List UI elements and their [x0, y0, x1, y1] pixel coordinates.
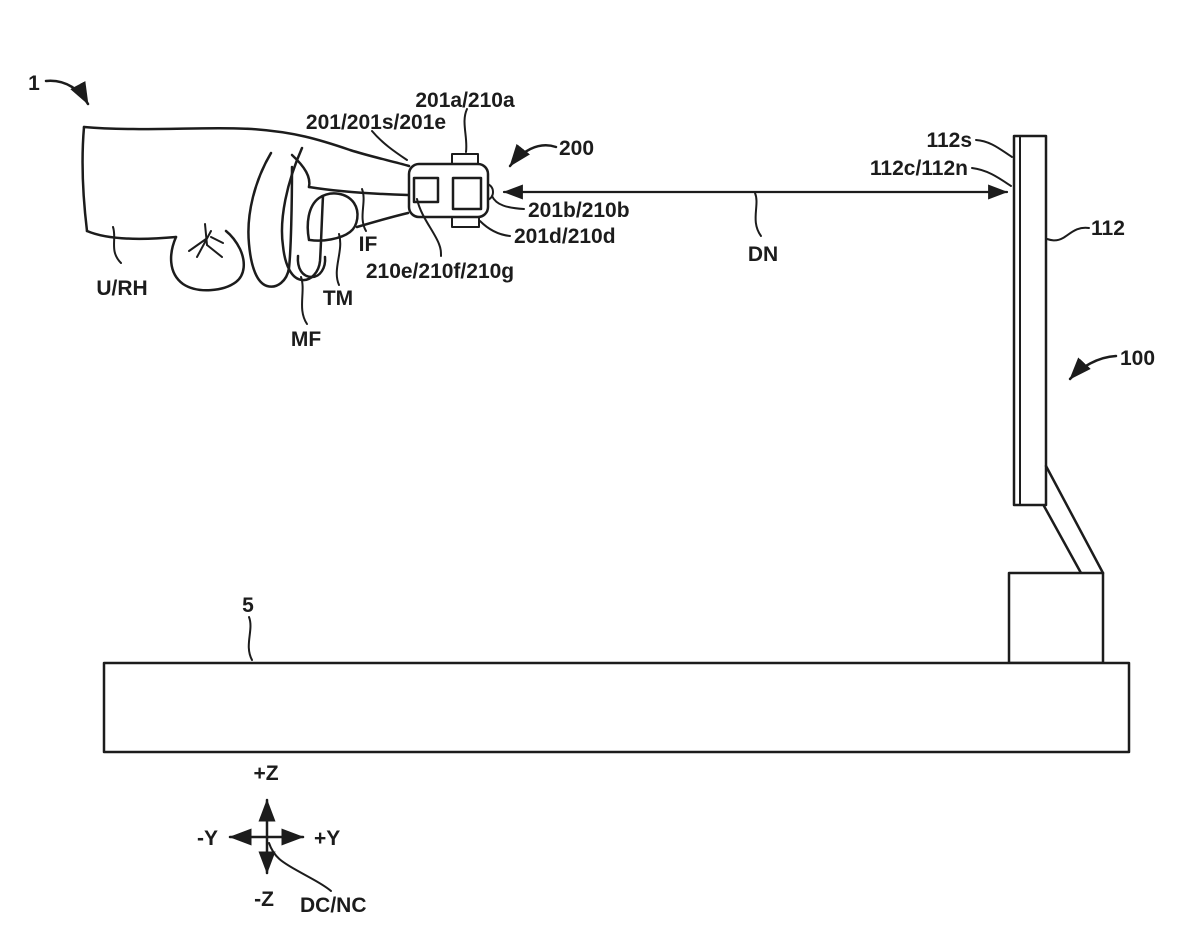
- label-axis-pos-y: +Y: [314, 827, 340, 850]
- coordinate-axes: [228, 798, 305, 875]
- knuckle-crease-line: [188, 238, 207, 252]
- label-device-housing: 201/201s/201e: [306, 111, 446, 134]
- knuckle-crease-line: [204, 223, 208, 246]
- screen-surface-leader: [975, 139, 1013, 158]
- display-leader: [1046, 226, 1090, 242]
- stand-arm-upper-line: [1044, 464, 1105, 575]
- knuckle-crease-line: [196, 230, 212, 258]
- label-screen-surface: 112s: [926, 129, 972, 152]
- label-index-finger: IF: [359, 233, 378, 256]
- label-device-bottom-unit: 201d/210d: [514, 225, 616, 248]
- display-panel: [1012, 134, 1048, 507]
- device-pointer-arrow: [508, 143, 558, 168]
- label-device: 200: [559, 137, 594, 160]
- label-display-apparatus: 100: [1120, 347, 1155, 370]
- label-middle-finger: MF: [291, 328, 321, 351]
- index-finger-leader: [361, 188, 367, 232]
- hand-illustration: [81, 125, 411, 292]
- device-front-unit-leader: [491, 195, 525, 210]
- device-inner-left-module: [412, 176, 440, 204]
- curled-finger-outline: [247, 151, 294, 288]
- device-housing-leader: [371, 130, 408, 161]
- label-axis-neg-z: -Z: [254, 888, 274, 911]
- label-thumb: TM: [323, 287, 353, 310]
- user-hand-leader: [112, 226, 122, 264]
- middle-finger-leader: [300, 276, 308, 325]
- label-device-top-unit: 201a/210a: [415, 89, 515, 112]
- stand-arm-lower-line: [1042, 504, 1083, 575]
- index-finger-top-line: [307, 185, 410, 197]
- label-system: 1: [28, 72, 40, 95]
- label-distance: DN: [748, 243, 778, 266]
- device-top-unit-leader: [463, 108, 468, 153]
- fist-knuckle-creases: [188, 223, 224, 258]
- wrist-left-edge: [81, 125, 89, 233]
- label-user-hand: U/RH: [96, 277, 147, 300]
- device-coords-leader: [268, 842, 332, 892]
- label-table: 5: [242, 594, 254, 617]
- table-surface: [102, 661, 1131, 754]
- display-apparatus: [1007, 134, 1105, 665]
- label-display: 112: [1091, 217, 1125, 240]
- curled-index-base-outline: [296, 254, 327, 279]
- screen-point-leader: [971, 167, 1012, 187]
- label-device-coords: DC/NC: [300, 894, 367, 917]
- ring-device: [407, 153, 494, 228]
- knuckle-crease-line: [206, 244, 223, 258]
- distance-leader: [754, 192, 762, 237]
- table-leader: [247, 616, 253, 661]
- label-device-front-unit: 201b/210b: [528, 199, 630, 222]
- device-inner-right-module: [451, 176, 483, 211]
- hand-top-contour: [82, 125, 411, 168]
- device-inner-units-leader: [416, 198, 442, 257]
- label-device-inner-units: 210e/210f/210g: [366, 260, 514, 283]
- knuckle-crease-line: [210, 236, 224, 244]
- label-axis-neg-y: -Y: [197, 827, 218, 850]
- fist-pinky-outline: [169, 229, 245, 292]
- label-axis-pos-z: +Z: [253, 762, 278, 785]
- label-screen-point: 112c/112n: [870, 157, 968, 180]
- system-pointer-arrow: [44, 79, 90, 106]
- reference-labels: 1 U/RH MF TM IF 210e/210f/210g 201/201s/…: [28, 72, 1155, 917]
- display-apparatus-pointer-arrow: [1068, 354, 1118, 381]
- index-knuckle-line: [290, 153, 311, 189]
- wrist-bottom-contour: [85, 229, 178, 241]
- index-finger-bottom-line: [355, 211, 410, 229]
- thumb-leader: [335, 233, 342, 286]
- device-bottom-unit-leader: [479, 220, 511, 237]
- thumb-outline: [306, 192, 359, 242]
- leader-lines: [112, 108, 1090, 892]
- stand-base: [1007, 571, 1105, 665]
